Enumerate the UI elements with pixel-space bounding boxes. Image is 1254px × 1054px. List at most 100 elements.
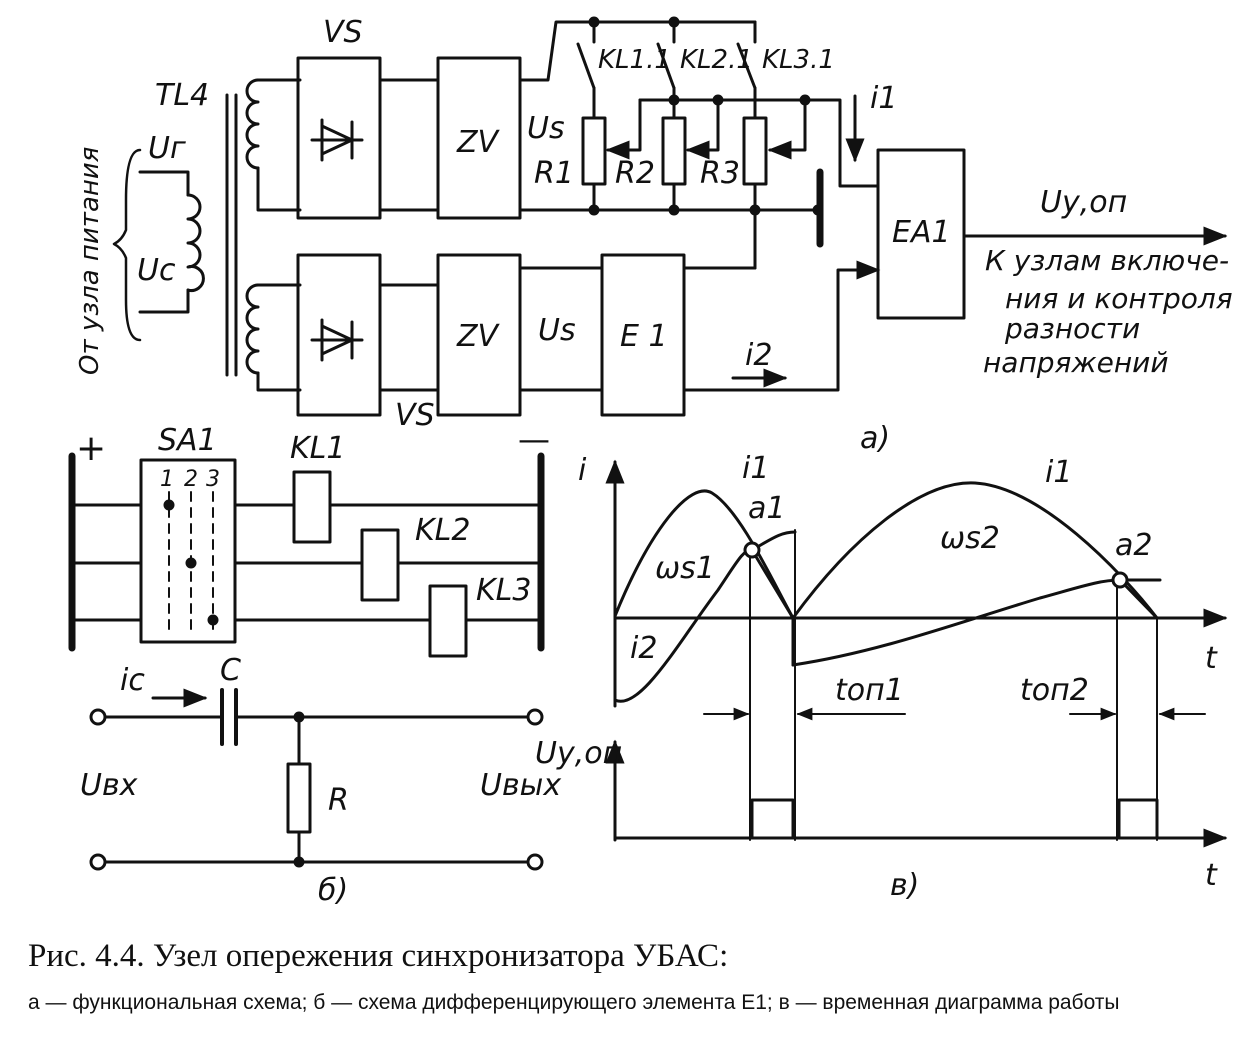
resistor-r3: [742, 116, 768, 186]
supply-label: От узла питания: [75, 147, 105, 375]
u-gen-label: Uг: [148, 131, 186, 166]
i1-first-label: i1: [742, 451, 769, 486]
terminal-in-bottom: [89, 853, 107, 871]
e1-label: E 1: [620, 319, 668, 354]
ea1-block: [876, 148, 966, 320]
caption-legend: а — функциональная схема; б — схема дифф…: [28, 991, 1120, 1014]
point-a2: [1111, 571, 1129, 589]
vs-zv-links-top: [378, 78, 440, 212]
contact-kl1-label: KL1.1: [598, 45, 671, 75]
wiper-r3: [767, 98, 807, 160]
contact-blades: [576, 42, 757, 90]
curve-i2-first: [613, 530, 797, 703]
u-out-label: Uвых: [480, 768, 561, 803]
panel-a-label: а): [860, 421, 890, 456]
r2-label: R2: [615, 156, 655, 191]
relay-kl2: [360, 528, 400, 602]
rectifier-vs-bottom: [296, 253, 382, 417]
i2-label: i2: [745, 338, 772, 373]
e1-block: [600, 253, 686, 417]
curve-i1-second: [791, 481, 1159, 620]
wiper-r1: [605, 98, 642, 160]
r3-label: R3: [700, 156, 740, 191]
kl1-label: KL1: [290, 431, 345, 466]
u-grid-label: Uс: [137, 253, 176, 288]
zener-top-label: ZV: [456, 125, 501, 160]
primary-winding: [186, 193, 205, 292]
omega1-label: ωs1: [655, 551, 715, 586]
resistor-label: R: [328, 783, 349, 818]
diagram-a: [112, 16, 1228, 417]
omega2-label: ωs2: [940, 521, 1000, 556]
pulse-1: [750, 798, 795, 840]
contact-kl3-label: KL3.1: [762, 45, 835, 75]
output-note-3: разности: [1004, 312, 1140, 345]
zener-zv-top: [436, 56, 522, 220]
diagram-c: [605, 459, 1228, 848]
secondary-winding-bottom: [245, 283, 260, 375]
ic-label: iс: [120, 663, 145, 698]
a1-label: a1: [748, 491, 785, 526]
transformer-label: TL4: [155, 78, 209, 113]
u-in-label: Uвх: [80, 768, 138, 803]
sa1-label: SA1: [158, 423, 217, 458]
guide-lines: [749, 529, 1158, 841]
supply-brace: [112, 148, 142, 342]
terminal-in-top: [89, 708, 107, 726]
switch-pos-2: 2: [184, 467, 198, 492]
curve-i2-drop: [750, 548, 795, 620]
kl3-label: KL3: [476, 573, 531, 608]
t1-label: tоп1: [835, 673, 904, 708]
a2-label: a2: [1115, 528, 1152, 563]
panel-b-label: б): [318, 873, 348, 908]
pulse-2: [1117, 798, 1159, 840]
curve-i2-second: [791, 578, 1162, 667]
diode-symbol-top: [310, 118, 364, 162]
output-label: Uу,оп: [1040, 185, 1127, 220]
contact-kl2-label: KL2.1: [680, 45, 753, 75]
minus-label: —: [518, 420, 550, 458]
t-axis-2-label: t: [1205, 858, 1218, 893]
wiper-r2: [685, 98, 720, 160]
resistor-r2: [661, 116, 687, 186]
circuit-figure: От узла питания TL4 VS VS Uг Uс ZV ZV Us…: [68, 15, 1233, 908]
diode-symbol-bottom: [310, 318, 364, 362]
switch-pos-3: 3: [206, 467, 220, 492]
secondary-leads-top: [256, 78, 302, 212]
wiper-bus: [638, 98, 880, 188]
switch-pos-1: 1: [160, 467, 174, 492]
capacitor-label: C: [220, 653, 241, 688]
caption-title: Рис. 4.4. Узел опережения синхронизатора…: [28, 938, 729, 974]
secondary-leads-bottom: [256, 283, 302, 392]
i2-path: [682, 260, 881, 392]
i-axis-label: i: [578, 453, 587, 488]
panel-c-label: в): [890, 868, 919, 903]
rectifier-bottom-label: VS: [395, 398, 435, 433]
resistor-r1: [581, 116, 607, 186]
i1-second-label: i1: [1045, 455, 1072, 490]
rectifier-vs-top: [296, 56, 382, 220]
terminal-out-top: [526, 708, 544, 726]
zener-bottom-label: ZV: [456, 319, 501, 354]
point-a1: [743, 541, 761, 559]
plus-label: +: [76, 428, 106, 469]
diagram-b: [68, 452, 545, 871]
output-note-1: К узлам включе-: [985, 244, 1229, 277]
i2-curve-label: i2: [630, 631, 657, 666]
r1-label: R1: [534, 156, 574, 191]
contact-upper-leads: [592, 20, 757, 44]
rectifier-top-label: VS: [323, 15, 363, 50]
output-note-4: напряжений: [983, 346, 1169, 379]
switch-sa1: [139, 458, 237, 644]
relay-kl1: [292, 470, 332, 544]
t-axis-label: t: [1205, 641, 1218, 676]
resistor-r: [286, 762, 312, 834]
output-note-2: ния и контроля: [1005, 282, 1233, 315]
secondary-winding-top: [245, 78, 260, 170]
us-top-label: Us: [527, 111, 565, 146]
curve-i1-first: [613, 489, 795, 620]
i1-label: i1: [870, 81, 897, 116]
ea1-label: EA1: [892, 215, 951, 250]
switch-input-lines: [70, 503, 143, 622]
contact-feed-bus: [518, 20, 757, 82]
